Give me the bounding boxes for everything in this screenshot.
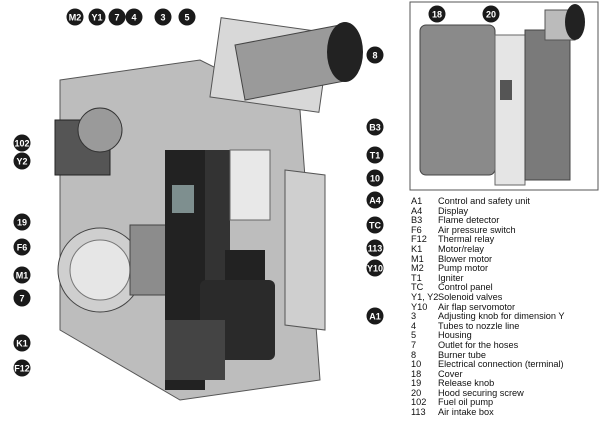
legend-text: Blower motor [438, 253, 493, 264]
legend-text: Air intake box [438, 407, 494, 418]
callout-20: 20 [482, 5, 500, 23]
legend-text: Flame detector [438, 215, 500, 226]
legend-key: 20 [411, 387, 422, 398]
legend-item: 3 Adjusting knob for dimension Y [411, 312, 565, 322]
callout-a4: A4 [366, 191, 384, 209]
callout-19: 19 [13, 213, 31, 231]
legend-key: M2 [411, 263, 424, 274]
callout-m2: M2 [66, 8, 84, 26]
legend-text: Display [438, 205, 469, 216]
callout-18: 18 [428, 5, 446, 23]
legend-item: 102 Fuel oil pump [411, 398, 565, 408]
legend-key: 7 [411, 339, 417, 350]
legend-text: Solenoid valves [438, 291, 503, 302]
callout-y10: Y10 [366, 259, 384, 277]
callout-f6: F6 [13, 238, 31, 256]
legend-text: Electrical connection (terminal) [438, 359, 564, 370]
legend-item: F6 Air pressure switch [411, 224, 565, 236]
legend-item: A4 Display [411, 205, 565, 217]
callout-10: 10 [366, 169, 384, 187]
legend-text: Tubes to nozzle line [438, 320, 520, 331]
legend-key: B3 [411, 215, 423, 226]
legend-key: 4 [411, 320, 417, 331]
legend-text: Hood securing screw [438, 387, 524, 398]
legend-text: Air pressure switch [438, 224, 516, 235]
exploded-burner-view [54, 17, 363, 401]
legend-item: 18 Cover [411, 368, 565, 380]
callout-y1: Y1 [88, 8, 106, 26]
legend-item: 4 Tubes to nozzle line [411, 320, 565, 332]
covered-burner-view [419, 4, 585, 186]
callout-f12: F12 [13, 359, 31, 377]
cover-detail-frame [409, 1, 599, 191]
legend-text: Motor/relay [438, 243, 484, 254]
legend-key: K1 [411, 243, 423, 254]
legend-item: 7 Outlet for the hoses [411, 339, 565, 351]
legend-key: 113 [411, 407, 426, 418]
legend-key: Y1, Y2 [411, 291, 439, 302]
legend-item: M1 Blower motor [411, 253, 565, 265]
legend-key: T1 [411, 272, 422, 283]
legend-key: F12 [411, 234, 427, 245]
legend-item: 8 Burner tube [411, 349, 565, 361]
callout-7: 7 [108, 8, 126, 26]
legend-item: 10 Electrical connection (terminal) [411, 359, 565, 370]
legend-key: TC [411, 282, 424, 293]
legend-item: M2 Pump motor [411, 264, 565, 274]
legend-text: Fuel oil pump [438, 397, 494, 408]
legend-key: Y10 [411, 301, 428, 312]
callout-113: 113 [366, 239, 384, 257]
legend-text: Air flap servomotor [438, 301, 516, 312]
legend-text: Thermal relay [438, 234, 495, 245]
legend-text: Control panel [438, 282, 493, 293]
legend-text: Burner tube [438, 349, 487, 360]
legend-key: A1 [411, 196, 423, 206]
callout-k1: K1 [13, 334, 31, 352]
callout-b3: B3 [366, 118, 384, 136]
legend-item: TC Control panel [411, 283, 565, 293]
callout-y2: Y2 [13, 152, 31, 170]
callout-7: 7 [13, 289, 31, 307]
legend-key: 5 [411, 330, 417, 341]
legend-key: 3 [411, 311, 417, 322]
legend-text: Outlet for the hoses [438, 339, 519, 350]
callout-4: 4 [125, 8, 143, 26]
legend-text: Release knob [438, 378, 495, 389]
legend-item: Y10 Air flap servomotor [411, 301, 565, 313]
legend-text: Igniter [438, 272, 464, 283]
legend-key: 18 [411, 368, 422, 379]
legend-item: 5 Housing [411, 331, 565, 341]
callout-t1: T1 [366, 146, 384, 164]
legend-item: F12 Thermal relay [411, 235, 565, 245]
callout-102: 102 [13, 134, 31, 152]
legend-key: 8 [411, 349, 417, 360]
callout-8: 8 [366, 46, 384, 64]
legend-text: Adjusting knob for dimension Y [438, 311, 565, 322]
callout-3: 3 [154, 8, 172, 26]
legend-item: B3 Flame detector [411, 216, 565, 226]
callout-tc: TC [366, 216, 384, 234]
legend-item: 20 Hood securing screw [411, 387, 565, 399]
legend-text: Pump motor [438, 263, 489, 274]
legend-key: M1 [411, 253, 424, 264]
legend-text: Control and safety unit [438, 196, 530, 206]
callout-m1: M1 [13, 266, 31, 284]
legend-key: F6 [411, 224, 422, 235]
legend-item: T1 Igniter [411, 272, 565, 284]
legend-item: A1 Control and safety unit [411, 196, 565, 207]
legend-key: 102 [411, 397, 427, 408]
legend-item: 19 Release knob [411, 379, 565, 389]
callout-a1: A1 [366, 307, 384, 325]
legend-item: K1 Motor/relay [411, 243, 565, 255]
legend-text: Housing [438, 330, 472, 341]
legend-key: 19 [411, 378, 422, 389]
legend-key: 10 [411, 359, 422, 370]
callout-5: 5 [178, 8, 196, 26]
legend-text: Cover [438, 368, 463, 379]
legend-key: A4 [411, 205, 423, 216]
legend-item: 113 Air intake box [411, 407, 565, 418]
